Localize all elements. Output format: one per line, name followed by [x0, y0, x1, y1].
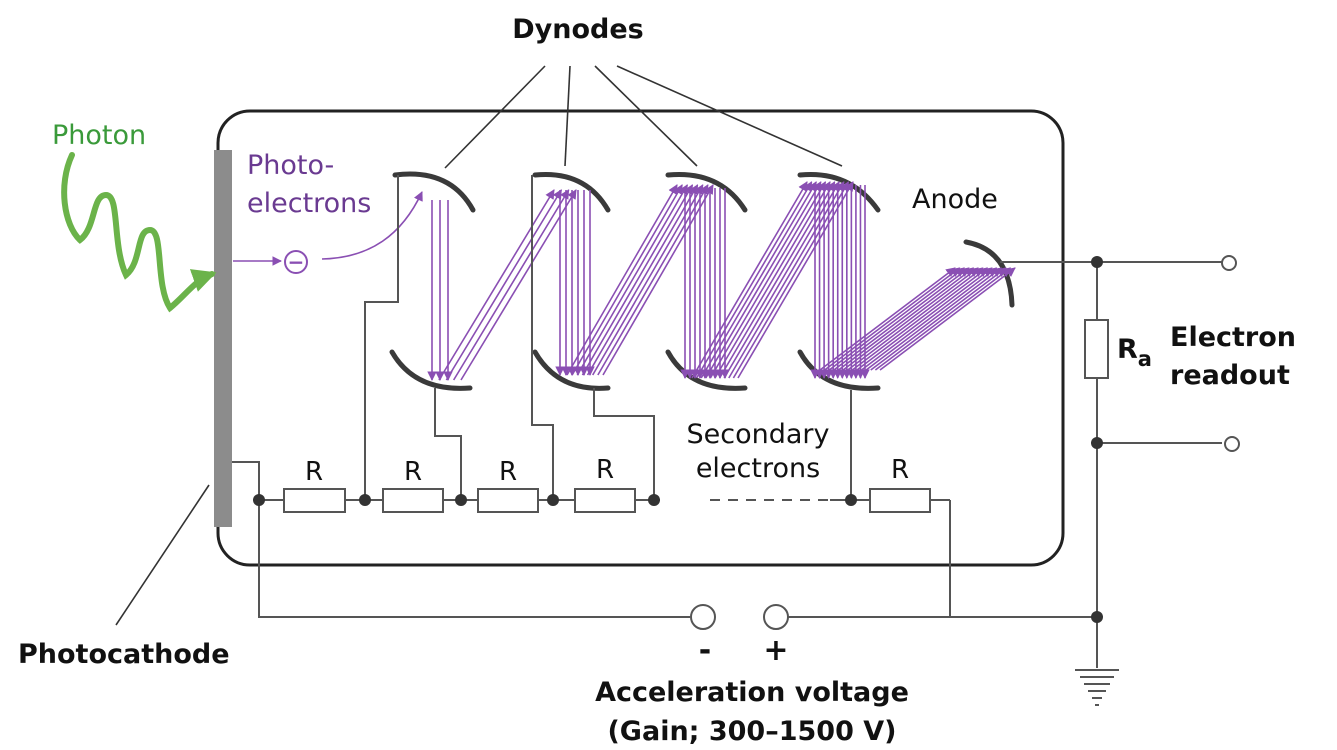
photon-wave [61, 152, 217, 313]
readout-terminal-bottom [1224, 436, 1240, 452]
dynode-1-top [392, 171, 476, 213]
electron-symbol: − [288, 250, 305, 274]
voltage-label-line2: (Gain; 300–1500 V) [607, 716, 896, 747]
beam-d2-down [555, 190, 595, 376]
dynodes-label: Dynodes [512, 14, 644, 45]
resistor-ra-label: Ra [1117, 334, 1152, 371]
beam-d2-to-d3 [566, 184, 714, 376]
minus-label: - [699, 633, 711, 668]
electron-icon [284, 250, 308, 274]
resistor-3 [477, 488, 539, 513]
beam-d3-down [680, 188, 730, 379]
resistor-5 [869, 488, 931, 513]
resistor-2 [382, 488, 444, 513]
readout-terminal-top [1221, 255, 1237, 271]
resistor-2-label: R [404, 457, 422, 487]
beam-d4-to-anode [819, 267, 1016, 371]
dynode-1-bottom [389, 349, 473, 391]
voltage-label-line1: Acceleration voltage [595, 677, 909, 708]
resistor-1 [283, 488, 346, 513]
dynode-3-bottom [665, 349, 748, 391]
photoelectron-path [321, 191, 423, 260]
secondary-electrons-label-line2: electrons [696, 453, 820, 484]
anode-label: Anode [912, 184, 998, 215]
secondary-electron-beams [427, 181, 1016, 381]
circuit-wires [232, 175, 1222, 668]
electron-readout-label-line2: readout [1170, 360, 1290, 391]
resistor-4-label: R [596, 455, 614, 485]
resistor-4 [574, 488, 636, 513]
photon-label: Photon [52, 120, 146, 151]
plus-label: + [763, 633, 788, 668]
dynode-4-bottom [797, 349, 881, 391]
resistor-3-label: R [499, 457, 517, 487]
voltage-terminal-minus [690, 604, 716, 630]
beam-d1-down [427, 200, 453, 381]
resistor-5-label: R [891, 455, 909, 485]
photocathode-plate [214, 150, 232, 527]
photocathode-label: Photocathode [18, 639, 230, 670]
dynode-pointers [444, 65, 843, 169]
ground-icon [1075, 669, 1119, 706]
beam-d1-to-d2 [438, 189, 577, 381]
dynode-3-top [665, 171, 748, 213]
photoelectrons-label-line2: electrons [247, 188, 371, 219]
voltage-terminal-plus [763, 604, 789, 630]
anode-electrode [963, 239, 1015, 308]
photoelectrons-label-line1: Photo- [247, 150, 334, 181]
dynode-2-top [532, 171, 611, 213]
resistor-1-label: R [305, 457, 323, 487]
junction-nodes [253, 256, 1103, 623]
dynode-2-bottom [532, 349, 611, 391]
secondary-electrons-label-line1: Secondary [687, 419, 830, 450]
electron-readout-label-line1: Electron [1170, 322, 1296, 353]
photocathode-pointer [115, 484, 210, 626]
divider-resistors [283, 319, 1109, 513]
resistor-ra [1084, 319, 1109, 379]
